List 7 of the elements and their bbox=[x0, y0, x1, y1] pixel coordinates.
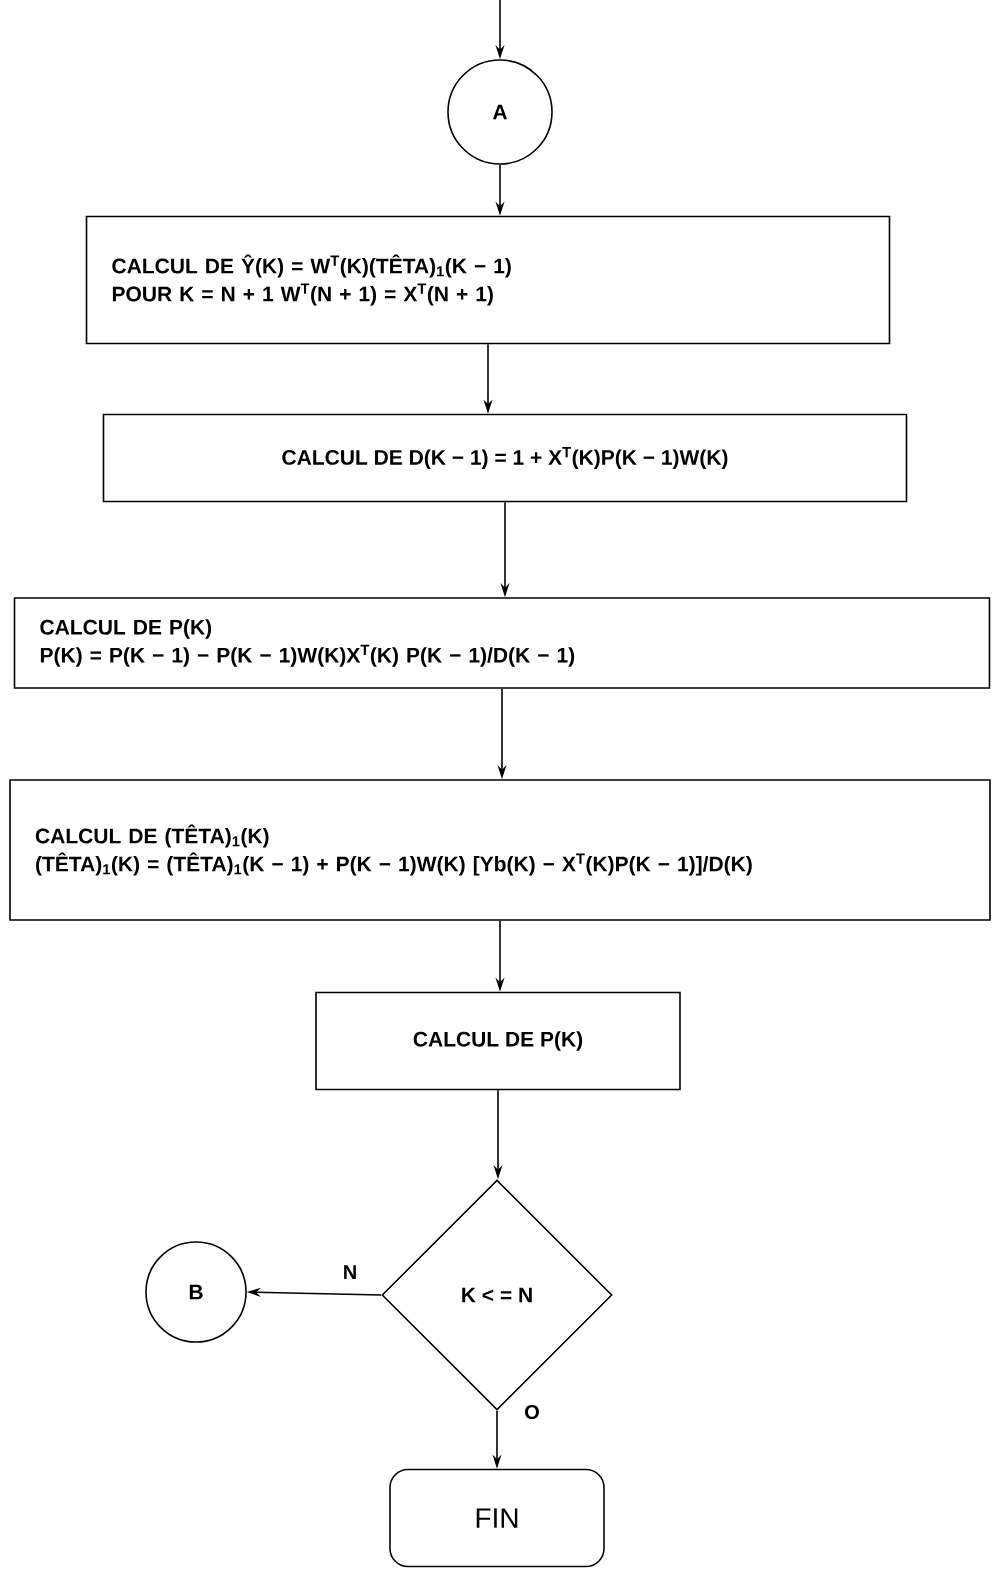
edge-label: N bbox=[340, 1263, 360, 1281]
terminal-box: FIN bbox=[389, 1468, 605, 1568]
process-box: CALCUL DE P(K) P(K) = P(K − 1) − P(K − 1)W(K)X$^{T}$(K) P(K − 1)/D(K − 1) bbox=[13, 597, 991, 689]
process-box: CALCUL DE (TÊTA)$_{1}$(K) (TÊTA)$_{1}$(K) = (TÊTA)$_{1}$(K − 1) + P(K − 1)W(K) [Yb(K) − X$^{T}$(K)P(K − 1)]/D(K) bbox=[9, 779, 991, 921]
process-box: CALCUL DE D(K − 1) = 1 + X$^{T}$(K)P(K − 1)W(K) bbox=[102, 413, 908, 503]
process-box: CALCUL DE P(K) bbox=[315, 991, 681, 1091]
process-box: CALCUL DE Ŷ(K) = W$^{T}$(K)(TÊTA)$_{1}$(K − 1) POUR K = N + 1 W$^{T}$(N + 1) = X$^{T}$(N + 1) bbox=[85, 215, 891, 345]
